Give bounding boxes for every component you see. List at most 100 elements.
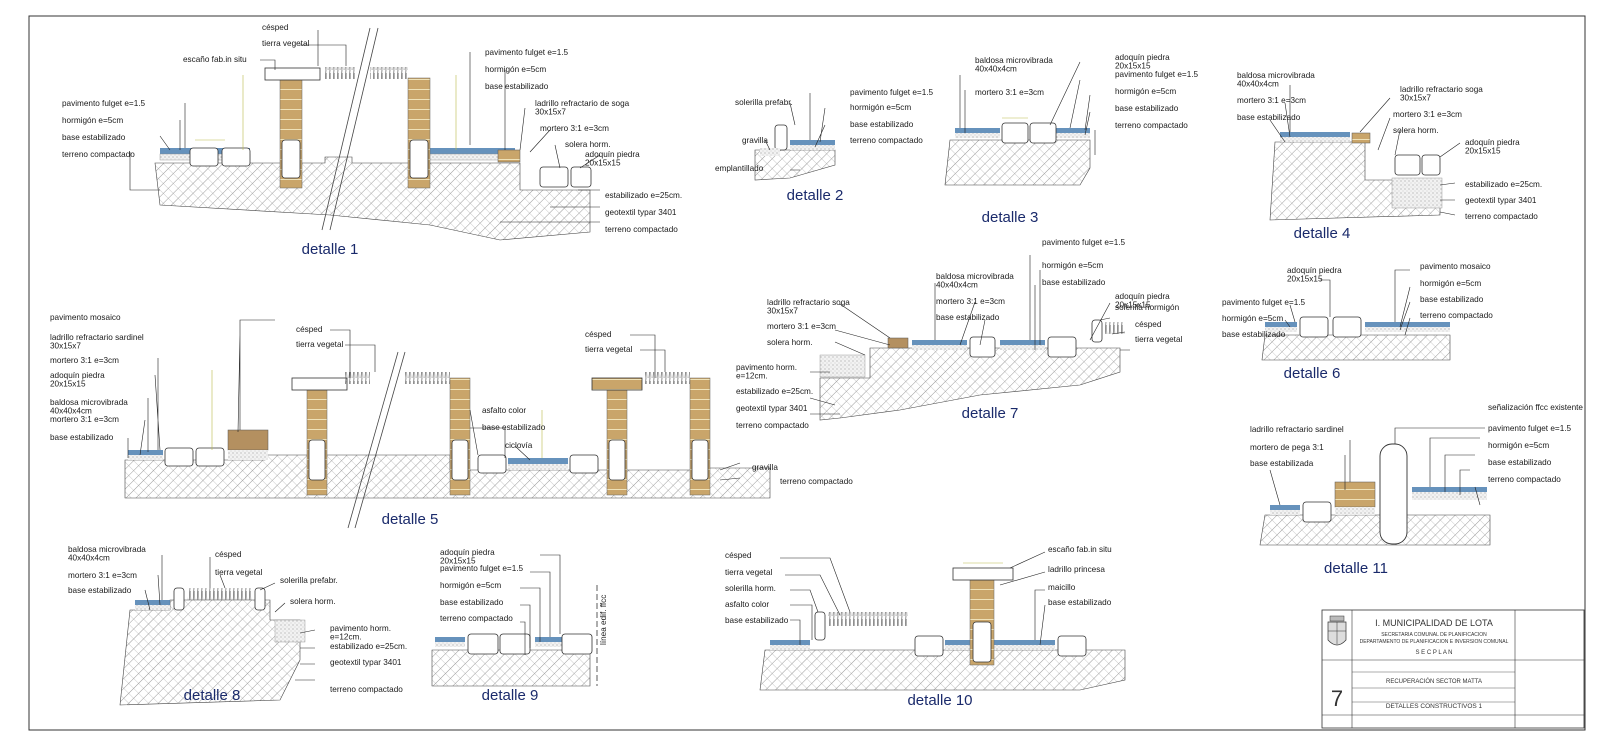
material-label: terreno compactado — [1115, 121, 1188, 130]
material-label: base estabilizado — [1488, 458, 1552, 467]
tb-dept1: SECRETARIA COMUNAL DE PLANIFICACION — [1381, 632, 1487, 638]
material-label: terreno compactado — [1465, 212, 1538, 221]
material-label: solera horm. — [565, 140, 611, 149]
material-label: base estabilizado — [485, 82, 549, 91]
material-label: maicillo — [1048, 583, 1076, 592]
material-label: hormigón e=5cm — [1222, 314, 1283, 323]
material-label: base estabilizado — [482, 423, 546, 432]
material-label: hormigón e=5cm — [850, 103, 911, 112]
material-label: base estabilizado — [50, 433, 114, 442]
material-label: hormigón e=5cm — [1042, 261, 1103, 270]
material-label: tierra vegetal — [1135, 335, 1183, 344]
detail-6 — [1261, 269, 1451, 361]
material-label: geotextil typar 3401 — [605, 208, 677, 217]
material-label: pavimento mosaico — [50, 313, 121, 322]
material-label: terreno compactado — [850, 136, 923, 145]
material-label: gravilla — [752, 463, 778, 472]
material-label: base estabilizado — [1222, 330, 1286, 339]
material-label: hormigón e=5cm — [1420, 279, 1481, 288]
sheet-border — [28, 15, 1586, 731]
detail-title: detalle 3 — [982, 209, 1039, 226]
material-label: base estabilizado — [936, 313, 1000, 322]
material-label: base estabilizado — [1042, 278, 1106, 287]
material-label: terreno compactado — [440, 614, 513, 623]
title-block: I. MUNICIPALIDAD DE LOTA SECRETARIA COMU… — [1321, 609, 1585, 729]
material-label: geotextil typar 3401 — [736, 404, 808, 413]
material-label: hormigón e=5cm — [1115, 87, 1176, 96]
material-label: césped — [725, 551, 752, 560]
material-label: césped — [1135, 320, 1162, 329]
material-label: césped — [296, 325, 323, 334]
material-label: pavimento fulget e=1.5 — [1115, 70, 1199, 79]
material-label: base estabilizado — [1115, 104, 1179, 113]
detail-title: detalle 9 — [482, 687, 539, 704]
tb-project: RECUPERACIÓN SECTOR MATTA — [1386, 678, 1482, 685]
detail-title: detalle 6 — [1284, 365, 1341, 382]
municipal-seal-icon — [1327, 615, 1347, 646]
material-label: terreno compactado — [605, 225, 678, 234]
material-label: gravilla — [742, 136, 768, 145]
material-label: mortero 3:1 e=3cm — [68, 571, 137, 580]
detail-4 — [1269, 85, 1461, 221]
material-label: césped — [262, 23, 289, 32]
material-label: terreno compactado — [62, 150, 135, 159]
detail-5 — [124, 319, 771, 529]
material-label: pavimento fulget e=1.5 — [850, 88, 934, 97]
material-label: solera horm. — [767, 338, 813, 347]
material-label: terreno compactado — [1488, 475, 1561, 484]
material-label: tierra vegetal — [262, 39, 310, 48]
material-label: pavimento horm.e=12cm. — [736, 363, 797, 381]
material-label: base estabilizada — [1250, 459, 1314, 468]
material-label: pavimento fulget e=1.5 — [62, 99, 146, 108]
material-label: mortero 3:1 e=3cm — [1393, 110, 1462, 119]
material-label: tierra vegetal — [296, 340, 344, 349]
detail-3 — [944, 61, 1096, 186]
detail-9 — [431, 554, 598, 687]
material-label: tierra vegetal — [585, 345, 633, 354]
material-label: solerilla prefabr. — [280, 576, 338, 585]
tb-sheet-number: 7 — [1331, 686, 1343, 711]
material-label: pavimento fulget e=1.5 — [1488, 424, 1572, 433]
detail-2 — [754, 93, 836, 181]
detail-8 — [119, 555, 316, 706]
material-label: ciclovía — [505, 441, 533, 450]
material-label: base estabilizado — [1420, 295, 1484, 304]
material-label: pavimento horm.e=12cm. — [330, 624, 391, 642]
material-label: geotextil typar 3401 — [1465, 196, 1537, 205]
material-label: ladrillo princesa — [1048, 565, 1105, 574]
material-label: señalización ffcc existente — [1488, 403, 1583, 412]
material-label: base estabilizado — [725, 616, 789, 625]
material-label: escaño fab.in situ — [183, 55, 247, 64]
material-label: solera horm. — [1393, 126, 1439, 135]
material-label: terreno compactado — [780, 477, 853, 486]
detail-7 — [809, 255, 1130, 421]
detail-title: detalle 2 — [787, 187, 844, 204]
detail-title: detalle 5 — [382, 511, 439, 528]
material-label: estabilizado e=25cm. — [736, 387, 813, 396]
material-label: base estabilizado — [1048, 598, 1112, 607]
material-label: emplantillado — [715, 164, 764, 173]
detail-title: detalle 8 — [184, 687, 241, 704]
material-label: terreno compactado — [1420, 311, 1493, 320]
material-label: base estabilizado — [68, 586, 132, 595]
material-label: mortero 3:1 e=3cm — [50, 415, 119, 424]
material-label: tierra vegetal — [215, 568, 263, 577]
material-label: escaño fab.in situ — [1048, 545, 1112, 554]
material-label: base estabilizado — [850, 120, 914, 129]
material-label: pavimento mosaico — [1420, 262, 1491, 271]
material-labels: césped tierra vegetal escaño fab.in situ pa… — [50, 23, 1583, 694]
material-label: estabilizado e=25cm. — [605, 191, 682, 200]
material-label: asfalto color — [725, 600, 769, 609]
